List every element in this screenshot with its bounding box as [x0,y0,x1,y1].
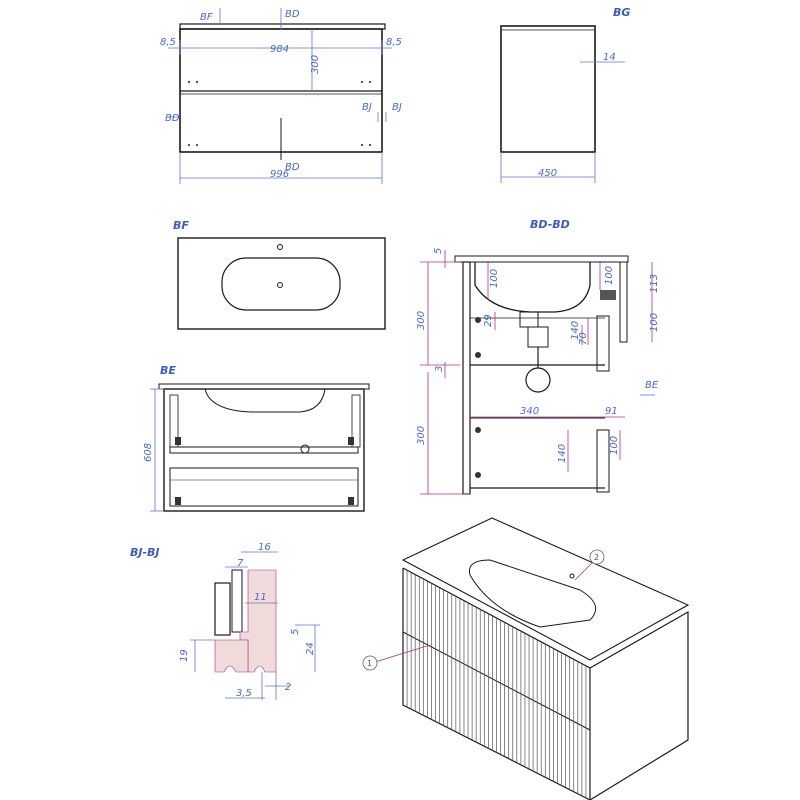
section-title-bj-bj: BJ-BJ [130,546,160,559]
marker-bd-bottom: BD [285,162,300,173]
side-view-bg: BG 14 450 [500,6,630,183]
dim-detail-3-5: 3,5 [236,688,252,699]
dim-gap-3: 3 [434,366,445,372]
section-title-bf: BF [173,219,189,232]
marker-bd-left: BD [165,113,180,124]
section-view-bd-bd: BD-BD 5 100 29 300 3 300 140 70 100 113 … [416,218,660,495]
isometric-view: 1 2 [362,517,690,800]
dim-right-100-top: 100 [604,266,615,285]
dim-height-300-bottom: 300 [416,426,427,445]
dim-detail-2: 2 [285,682,291,693]
dim-detail-16: 16 [258,542,271,553]
callout-sink: 2 [594,553,599,562]
marker-be: BE [645,380,659,391]
dim-top-5: 5 [433,248,444,254]
section-title-bd-bd: BD-BD [530,218,570,231]
dim-height-300-top: 300 [416,311,427,330]
dim-be-height: 608 [143,443,154,462]
dim-detail-5: 5 [290,629,301,635]
section-title-bg: BG [613,6,630,19]
detail-view-bj-bj: BJ-BJ 16 7 11 5 24 19 3,5 2 [130,542,320,700]
dim-detail-19: 19 [179,649,190,662]
dim-gap-29: 29 [483,314,494,327]
dim-width-91: 91 [605,406,618,417]
dim-detail-7: 7 [237,558,244,569]
dim-drawer-100-bottom: 100 [609,436,620,455]
dim-depth: 450 [538,168,557,179]
dim-left-margin: 8,5 [160,37,176,48]
section-view-be: BE 608 [143,364,370,512]
top-view-bf: BF [173,219,386,330]
dim-drawer-140-top: 140 [570,321,581,340]
dim-sink-100: 100 [489,269,500,288]
dim-detail-24: 24 [305,642,316,655]
marker-bf: BF [200,12,213,23]
marker-bd-top: BD [285,9,300,20]
callout-front-panel: 1 [367,659,372,668]
front-flutes [406,570,587,798]
dim-top-thickness: 14 [603,52,616,63]
dim-drawer-height: 300 [310,55,321,74]
dim-detail-11: 11 [254,592,267,603]
section-title-be: BE [160,364,176,377]
dim-width-340: 340 [520,406,539,417]
dim-total-width: 996 [270,169,289,180]
dim-right-margin: 8,5 [386,37,402,48]
dim-inner-width: 984 [270,44,289,55]
dim-drawer-70: 70 [578,332,589,345]
dim-right-113: 113 [649,274,660,293]
marker-bj-left: BJ [362,102,372,113]
dim-drawer-140-bottom: 140 [557,444,568,463]
dim-right-100: 100 [649,313,660,332]
front-view: BF BD BD BD BJ BJ 8,5 8,5 984 300 996 [160,8,402,184]
marker-bj-right: BJ [392,102,402,113]
